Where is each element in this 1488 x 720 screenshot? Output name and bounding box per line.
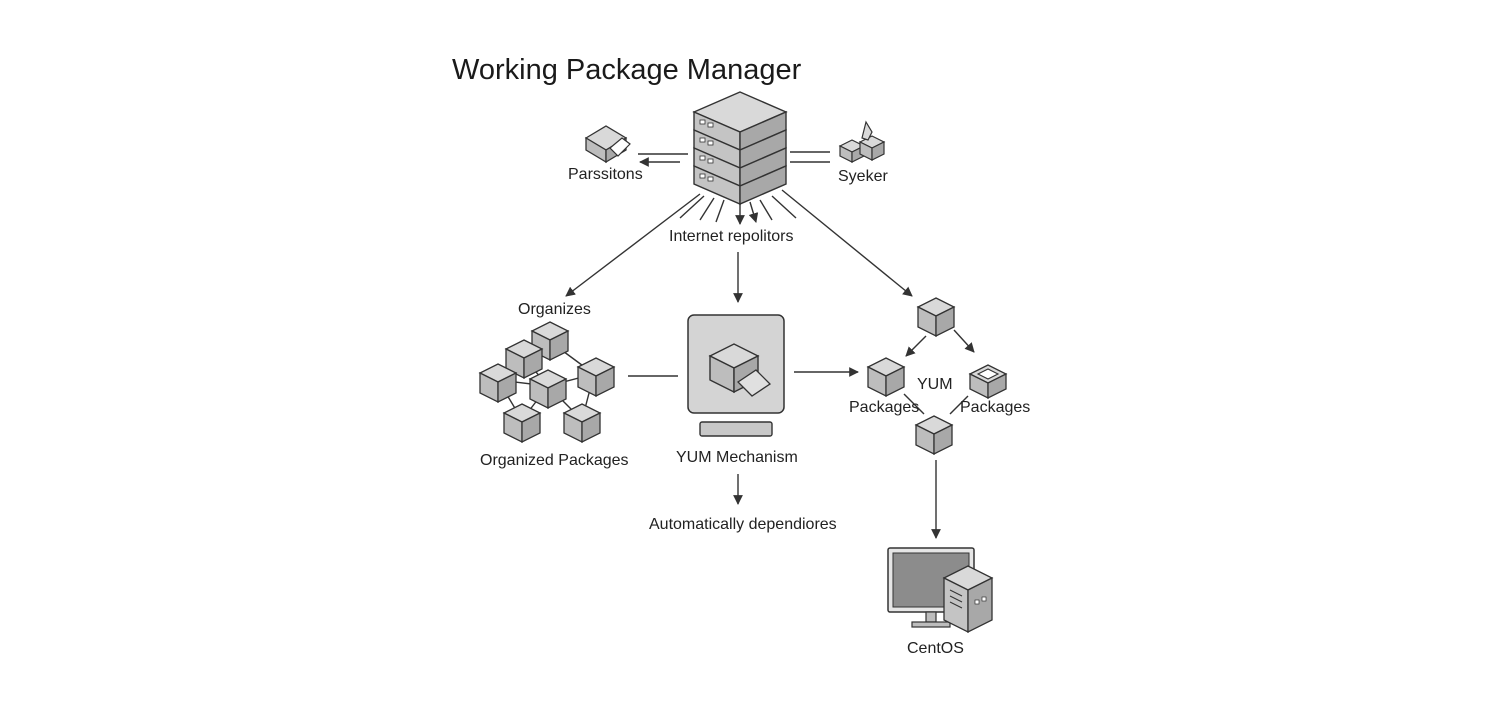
organized-packages-cluster (479, 321, 615, 443)
label-centos: CentOS (907, 640, 964, 657)
arrow-to-yum-cluster (781, 189, 913, 297)
diagram-title: Working Package Manager (452, 54, 802, 86)
package-cube-icon (577, 357, 615, 397)
label-syeker: Syeker (838, 168, 888, 185)
package-cube-icon (915, 415, 953, 455)
label-packages-left: Packages (849, 399, 920, 416)
arrow-to-organizes (565, 193, 701, 297)
package-cube-icon (529, 369, 567, 409)
package-cube-icon (917, 297, 955, 337)
yum-mechanism-terminal-icon (687, 314, 785, 437)
label-organizes: Organizes (518, 301, 591, 318)
label-internet-repositories: Internet repolitors (669, 228, 794, 245)
package-cube-icon (563, 403, 601, 443)
label-parssitons: Parssitons (568, 166, 643, 183)
package-box-icon-left (584, 125, 631, 164)
server-stack-icon (692, 91, 788, 206)
package-cube-icon (503, 403, 541, 443)
label-automatically-dependencies: Automatically dependiores (649, 516, 837, 533)
label-yum: YUM (917, 376, 953, 393)
label-organized-packages: Organized Packages (480, 452, 629, 469)
yum-packages-cluster (867, 297, 1008, 455)
package-cube-icon (479, 363, 517, 403)
server-rays (679, 195, 797, 225)
hand-cubes-icon (838, 120, 886, 163)
centos-computer-icon (887, 547, 994, 634)
open-box-icon (968, 364, 1008, 400)
label-yum-mechanism: YUM Mechanism (676, 449, 798, 466)
label-packages-right: Packages (960, 399, 1031, 416)
package-cube-icon (867, 357, 905, 397)
